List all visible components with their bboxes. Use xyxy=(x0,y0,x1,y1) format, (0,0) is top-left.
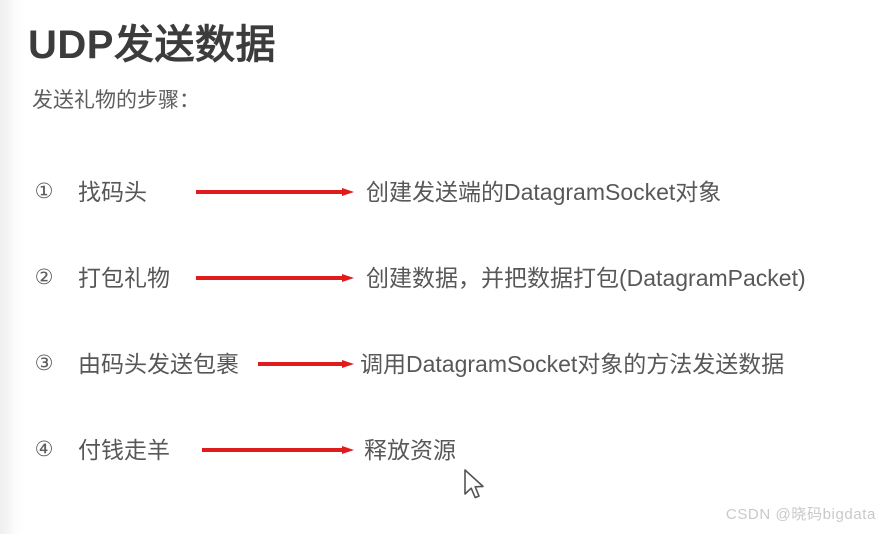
step-row: ① 找码头 创建发送端的DatagramSocket对象 xyxy=(0,175,890,215)
arrow-head xyxy=(342,188,354,196)
arrow-shaft xyxy=(202,448,342,452)
step-row: ② 打包礼物 创建数据，并把数据打包(DatagramPacket) xyxy=(0,261,890,301)
step-number: ① xyxy=(34,180,54,203)
arrow-head xyxy=(342,360,354,368)
step-detail-label: 调用DatagramSocket对象的方法发送数据 xyxy=(360,351,785,377)
step-analogy-label: 打包礼物 xyxy=(78,265,170,291)
right-arrow-icon xyxy=(258,360,354,368)
step-analogy-label: 由码头发送包裹 xyxy=(78,351,239,377)
step-number: ③ xyxy=(34,352,54,375)
step-analogy-label: 付钱走羊 xyxy=(78,437,170,463)
right-arrow-icon xyxy=(196,188,354,196)
step-number: ④ xyxy=(34,438,54,461)
step-row: ④ 付钱走羊 释放资源 xyxy=(0,433,890,473)
right-arrow-icon xyxy=(196,274,354,282)
mouse-pointer-icon xyxy=(462,468,488,502)
step-detail-label: 创建发送端的DatagramSocket对象 xyxy=(366,179,722,205)
arrow-head xyxy=(342,274,354,282)
arrow-shaft xyxy=(196,190,342,194)
right-arrow-icon xyxy=(202,446,354,454)
step-detail-label: 创建数据，并把数据打包(DatagramPacket) xyxy=(366,265,806,291)
step-analogy-label: 找码头 xyxy=(78,179,147,205)
page-title: UDP发送数据 xyxy=(28,23,276,67)
arrow-head xyxy=(342,446,354,454)
csdn-watermark: CSDN @晓码bigdata xyxy=(725,506,876,523)
step-number: ② xyxy=(34,266,54,289)
step-detail-label: 释放资源 xyxy=(364,437,456,463)
subtitle: 发送礼物的步骤： xyxy=(32,89,200,112)
step-row: ③ 由码头发送包裹 调用DatagramSocket对象的方法发送数据 xyxy=(0,347,890,387)
arrow-shaft xyxy=(196,276,342,280)
arrow-shaft xyxy=(258,362,342,366)
